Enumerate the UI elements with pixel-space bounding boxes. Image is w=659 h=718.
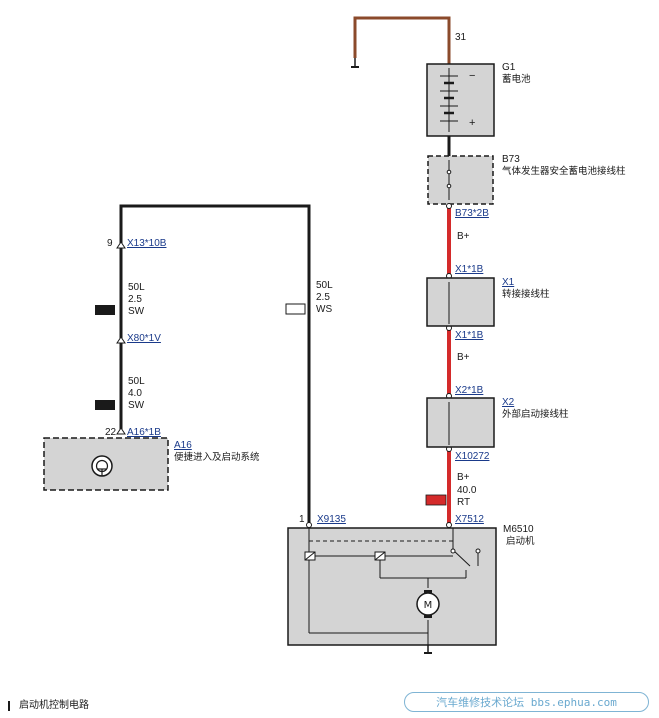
wire-bplus-label-1: B+ bbox=[457, 231, 470, 242]
b73-box bbox=[427, 155, 494, 205]
left-wire2-size: 4.0 bbox=[128, 388, 142, 399]
red-wire-signal: B+ bbox=[457, 472, 470, 483]
x2-id: X2 bbox=[502, 397, 515, 408]
b73-id: B73 bbox=[502, 154, 520, 165]
b73-name: 气体发生器安全蓄电池接线柱 bbox=[502, 166, 626, 177]
x1-connector-bottom: X1*1B bbox=[455, 330, 484, 341]
m6510-box bbox=[287, 527, 497, 646]
m6510-connector-left: X9135 bbox=[317, 514, 346, 525]
wire-50l-loop bbox=[119, 204, 311, 523]
x2-name: 外部启动接线柱 bbox=[502, 409, 569, 420]
g1-id: G1 bbox=[502, 62, 516, 73]
m6510-connector-right: X7512 bbox=[455, 514, 484, 525]
footer-marker bbox=[8, 701, 10, 711]
arrow-marker-a16 bbox=[116, 427, 126, 435]
m6510-name: 启动机 bbox=[506, 536, 535, 547]
left-wire1-color: SW bbox=[128, 306, 145, 317]
x2-connector-bottom: X10272 bbox=[455, 451, 490, 462]
diagram-title: 启动机控制电路 bbox=[19, 700, 89, 711]
wire-bplus-label-2: B+ bbox=[457, 352, 470, 363]
a16-connector: A16*1B bbox=[127, 427, 161, 438]
left-wire1-size: 2.5 bbox=[128, 294, 142, 305]
x13-connector: X13*10B bbox=[127, 238, 167, 249]
red-wire-color: RT bbox=[457, 497, 471, 508]
a16-id: A16 bbox=[174, 440, 192, 451]
battery-cells-icon bbox=[440, 68, 458, 132]
watermark-badge: 汽车维修技术论坛 bbs.ephua.com bbox=[404, 692, 649, 712]
x2-box bbox=[426, 397, 495, 448]
m6510-id: M6510 bbox=[503, 524, 534, 535]
starter-internal-circuit bbox=[304, 528, 479, 648]
ground-wire-battery bbox=[353, 16, 451, 64]
left-wire2-color: SW bbox=[128, 400, 145, 411]
left-wire2-signal: 50L bbox=[128, 376, 145, 387]
x2-connector-top: X2*1B bbox=[455, 385, 484, 396]
b73-connector: B73*2B bbox=[455, 208, 489, 219]
m6510-pin-left: 1 bbox=[299, 514, 305, 525]
battery-g1-box bbox=[426, 63, 495, 137]
ground-symbol-top bbox=[351, 58, 359, 68]
x1-id: X1 bbox=[502, 277, 515, 288]
battery-plus-sign: + bbox=[469, 117, 476, 129]
red-wire-size: 40.0 bbox=[457, 485, 477, 496]
swatch-red bbox=[425, 494, 447, 506]
a16-name: 便捷进入及启动系统 bbox=[174, 452, 260, 463]
x1-name: 转接接线柱 bbox=[502, 289, 550, 300]
x13-pin: 9 bbox=[107, 238, 113, 249]
swatch-black-1 bbox=[95, 305, 115, 315]
left-wire1-signal: 50L bbox=[128, 282, 145, 293]
swatch-black-2 bbox=[95, 400, 115, 410]
svg-text:M: M bbox=[424, 600, 433, 611]
right-wire-color: WS bbox=[316, 304, 333, 315]
battery-minus-sign: − bbox=[469, 70, 476, 82]
connector-pins bbox=[306, 203, 452, 528]
a16-pin: 22 bbox=[105, 427, 117, 438]
x1-connector-top: X1*1B bbox=[455, 264, 484, 275]
ground-symbol-bottom bbox=[424, 645, 432, 654]
swatch-white bbox=[285, 303, 306, 315]
x1-box bbox=[426, 277, 495, 327]
x80-connector: X80*1V bbox=[127, 333, 161, 344]
arrow-markers bbox=[116, 241, 126, 344]
right-wire-size: 2.5 bbox=[316, 292, 330, 303]
pin-31: 31 bbox=[455, 32, 467, 43]
g1-name: 蓄电池 bbox=[502, 74, 531, 85]
right-wire-signal: 50L bbox=[316, 280, 333, 291]
